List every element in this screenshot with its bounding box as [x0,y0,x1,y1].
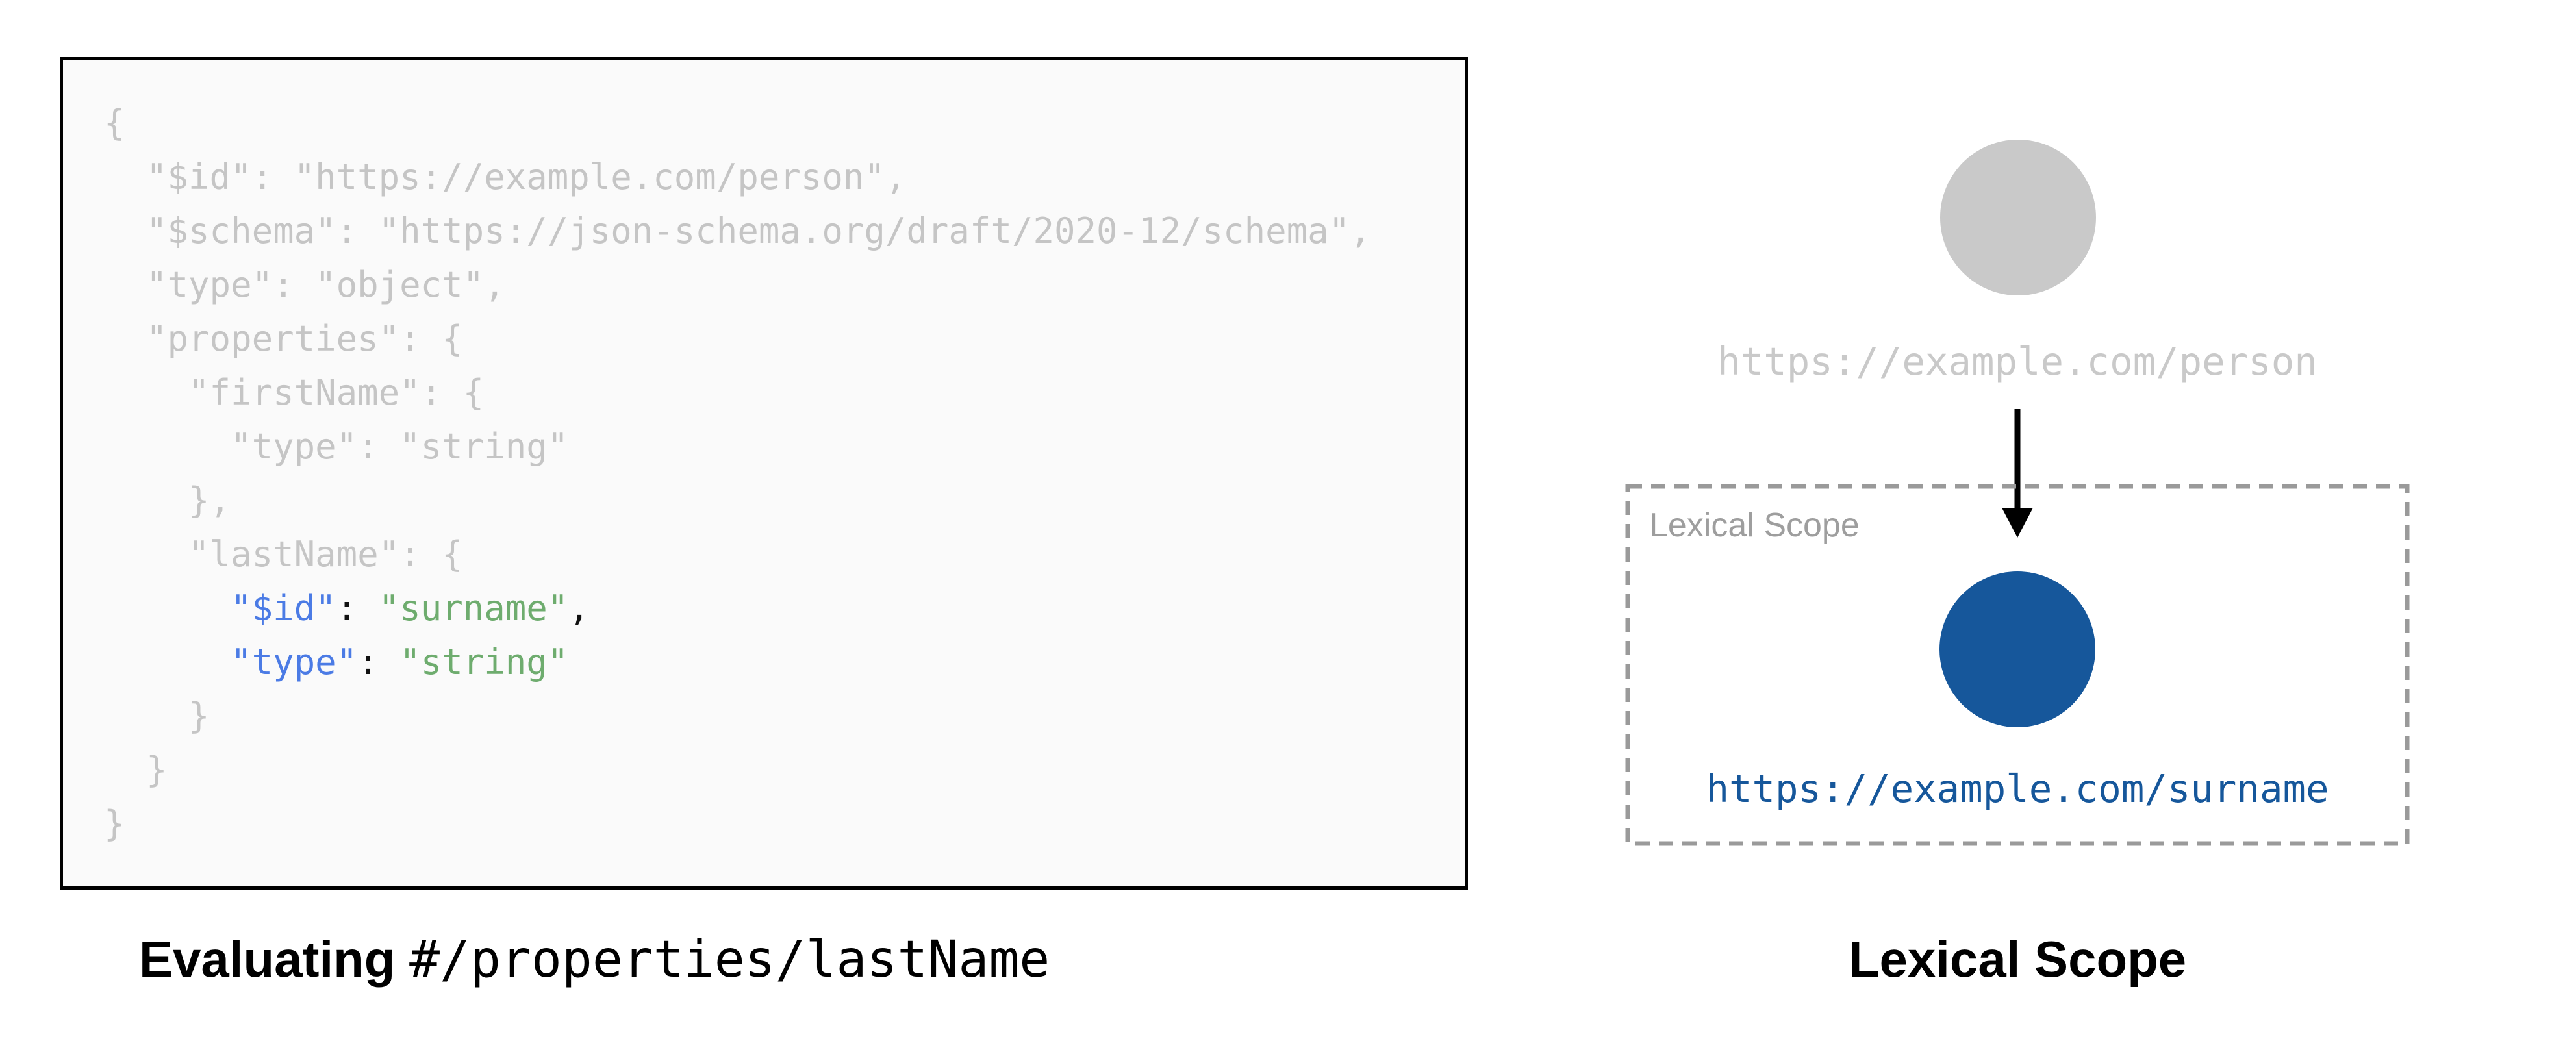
scoped-schema-node [1939,571,2095,727]
code-line: "firstName": { [104,366,1371,419]
left-caption-json-pointer: #/properties/lastName [409,931,1050,989]
arrow-down-icon [2002,409,2033,538]
code-line: "$id": "https://example.com/person", [104,150,1371,204]
code-line: "type": "string" [104,635,1371,689]
left-caption-prefix: Evaluating [139,931,410,988]
code-token: , [568,588,590,629]
lexical-scope-box-label: Lexical Scope [1649,507,1860,544]
code-token: "string" [399,642,569,682]
scoped-schema-uri: https://example.com/surname [1706,766,2329,811]
right-caption: Lexical Scope [1848,931,2187,988]
code-line: } [104,743,1371,797]
schema-code-box: { "$id": "https://example.com/person", "… [60,57,1468,890]
code-token: } [104,749,168,790]
code-token: : [357,642,400,682]
code-block: { "$id": "https://example.com/person", "… [104,96,1371,851]
code-token: "type": "string" [104,426,569,467]
code-token: "$id" [231,588,336,629]
code-token: "type": "object", [104,264,505,305]
code-token: "$id": "https://example.com/person", [104,156,907,197]
code-line: } [104,689,1371,743]
code-line: "$schema": "https://json-schema.org/draf… [104,204,1371,258]
code-token: "lastName": { [104,534,463,575]
code-token [104,642,231,682]
code-token: "type" [231,642,358,682]
code-token: { [104,103,125,144]
code-token: "properties": { [104,318,463,359]
code-token: : [336,588,379,629]
code-token [104,588,231,629]
code-line: { [104,96,1371,150]
code-line: "$id": "surname", [104,581,1371,635]
code-line: }, [104,473,1371,527]
lexical-scope-box [1625,484,2410,846]
code-token: "$schema": "https://json-schema.org/draf… [104,210,1371,251]
root-schema-uri: https://example.com/person [1717,339,2317,384]
code-token: "firstName": { [104,372,485,413]
code-line: "properties": { [104,312,1371,366]
code-line: "type": "string" [104,419,1371,473]
left-caption: Evaluating #/properties/lastName [139,929,1050,1005]
code-token: }, [104,480,231,521]
code-token: } [104,695,210,736]
code-token: } [104,803,125,844]
root-schema-node [1940,140,2096,295]
code-line: } [104,797,1371,851]
code-line: "type": "object", [104,258,1371,312]
code-token: "surname" [378,588,569,629]
code-line: "lastName": { [104,527,1371,581]
